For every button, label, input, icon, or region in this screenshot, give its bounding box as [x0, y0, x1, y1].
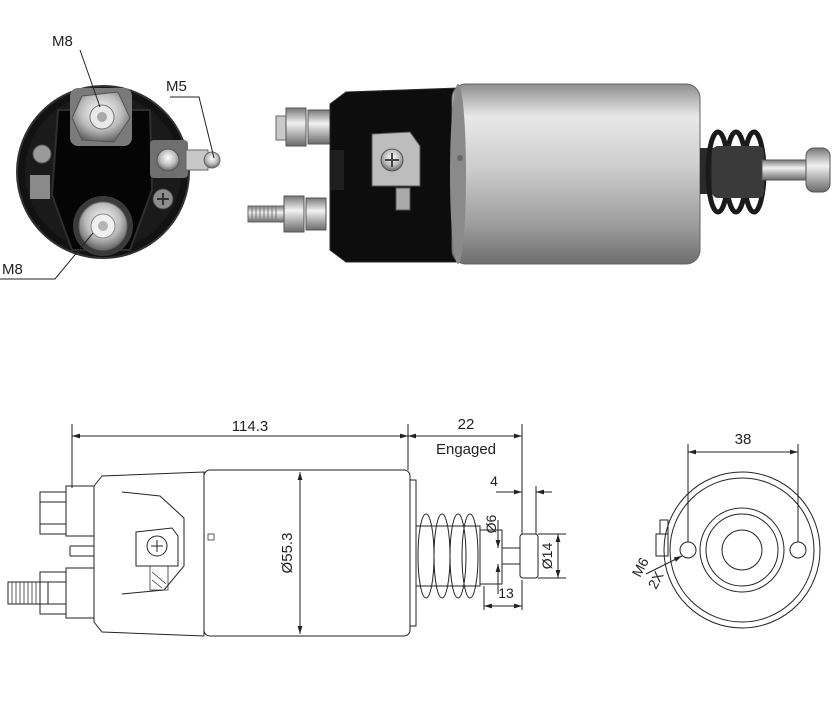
mount-hole-left — [679, 541, 697, 559]
drawing-bracket — [135, 527, 179, 567]
dim-small-label: 4 — [490, 473, 498, 489]
bottom-stud-nut — [283, 195, 305, 233]
side-terminal-nut — [203, 151, 221, 169]
mount-hole-right — [789, 541, 807, 559]
drawing-housing — [93, 471, 205, 637]
dim-travel-state: Engaged — [436, 441, 496, 458]
dim-flange-width-label: 38 — [735, 431, 752, 448]
drawing-bracket-screw-icon — [146, 535, 168, 557]
dim-travel-label: 22 — [458, 416, 475, 433]
label-m5: M5 — [166, 78, 187, 95]
plunger-head — [805, 147, 831, 193]
drawing-plunger-head — [519, 533, 539, 579]
dim-rod-diameter-label: Ø6 — [483, 514, 499, 533]
drawing-plunger-rod — [501, 547, 521, 565]
dim-overall-length-label: 114.3 — [232, 418, 268, 435]
dim-body-diameter-label: Ø55.3 — [279, 533, 296, 574]
leader-top-m8 — [79, 49, 101, 108]
side-view-drawing: 114.3 22 Engaged 4 Ø6 Ø14 13 Ø55.3 — [7, 416, 566, 637]
drawing-can — [203, 469, 411, 637]
drawing-top-nut — [39, 491, 67, 535]
leader-m5 — [170, 96, 215, 159]
drawing-end-bore-inner — [721, 529, 763, 571]
leader-mount-thread — [645, 555, 683, 575]
end-view-photo: M8 M5 M8 — [0, 33, 221, 280]
dim-collar-diameter-label: Ø14 — [539, 543, 555, 570]
drawing-end-bore-outer — [699, 507, 785, 593]
label-bottom-m8: M8 — [2, 261, 23, 278]
dim-collar-length-label: 13 — [498, 585, 514, 601]
drawing-spring — [415, 513, 481, 599]
top-stud-nut — [285, 107, 307, 147]
solenoid-can — [451, 83, 701, 265]
label-top-m8: M8 — [52, 33, 73, 50]
drawing-bottom-nut — [39, 571, 67, 615]
plunger-body — [712, 146, 764, 198]
drawing-end-outer — [663, 471, 821, 629]
left-screw-icon — [32, 144, 52, 164]
drawing-plunger-body — [479, 529, 503, 585]
side-view-photo — [247, 83, 831, 265]
label-mount-count: 2X — [645, 568, 667, 591]
end-view-drawing: 38 M6 2X — [629, 431, 821, 629]
drawing-side-terminal — [655, 533, 669, 557]
leader-bottom-m8 — [0, 232, 94, 280]
